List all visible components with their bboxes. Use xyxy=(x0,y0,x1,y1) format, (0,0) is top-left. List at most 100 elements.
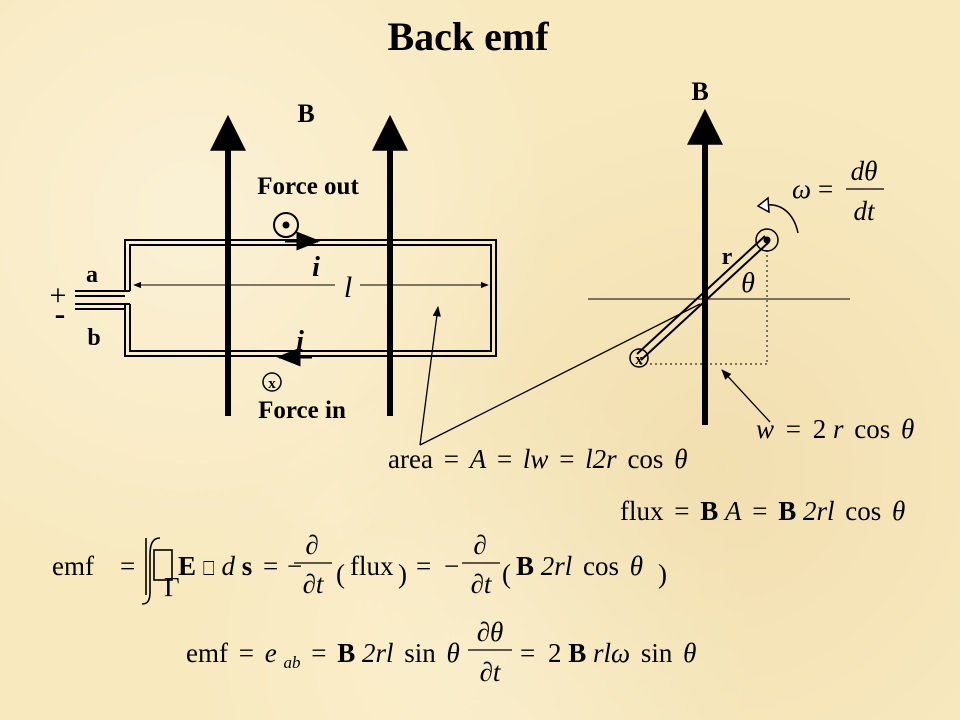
angle-label: θ xyxy=(741,268,755,299)
emf-minus1: − xyxy=(287,551,302,581)
emf-result-theta2: θ xyxy=(683,638,696,668)
emf-result-rest: 2rl xyxy=(362,638,394,668)
svg-text:area = A =: area = A = lw = l2r cos θ xyxy=(388,444,687,474)
emf-partial-den-1: ∂t xyxy=(303,569,325,599)
area-cos: cos xyxy=(627,444,663,474)
flux-theta: θ xyxy=(892,496,905,526)
area-lw: lw xyxy=(523,444,549,474)
contour-gamma: Γ xyxy=(164,572,180,602)
paren-close-1: ) xyxy=(398,559,407,589)
emf-result-sub: ab xyxy=(283,653,300,672)
emf-eq1: = xyxy=(120,551,135,581)
force-out-label: Force out xyxy=(257,173,359,200)
emf-rest: 2rl xyxy=(541,551,573,581)
emf-result-sin: sin xyxy=(404,638,436,668)
emf-result-e: e xyxy=(265,638,277,668)
flux-rhs: 2rl xyxy=(803,496,835,526)
emf-word-2: emf xyxy=(186,638,228,668)
emf-cos: cos xyxy=(583,551,619,581)
emf-result-num: ∂θ xyxy=(477,617,504,647)
emf-word-1: emf xyxy=(52,551,94,581)
emf-partial-num-2: ∂ xyxy=(473,530,486,560)
width-w: w xyxy=(756,414,774,444)
width-cos: cos xyxy=(854,414,890,444)
flux-word: flux xyxy=(620,496,664,526)
omega-denominator: dt xyxy=(853,196,876,226)
svg-text:B 2rl cos θ: B 2rl cos θ xyxy=(516,551,643,581)
emf-flux-word: flux xyxy=(350,551,394,581)
flux-B: B xyxy=(700,496,718,526)
width-two: 2 xyxy=(813,414,827,444)
svg-text:= 2 B rlω: = 2 B rlω sin θ xyxy=(520,638,696,668)
emf-result-sin2: sin xyxy=(641,638,673,668)
emf-integral-equation: emf = Γ E ⎕ d s = − ∂ ∂t ( flux ) = − ∂ … xyxy=(52,530,667,605)
emf-minus2: − xyxy=(444,551,459,581)
area-eq1: = xyxy=(444,444,459,474)
emf-s: s xyxy=(242,551,253,581)
force-in-symbol: x xyxy=(268,376,276,392)
coil-bottom-cross-icon: x xyxy=(629,348,649,368)
flux-equation: flux = B A = B 2rl cos θ xyxy=(620,496,905,526)
area-A: A xyxy=(468,444,487,474)
area-theta: θ xyxy=(674,444,687,474)
width-equals: = xyxy=(786,414,801,444)
cross-in-circle-icon: x xyxy=(262,372,282,392)
emf-result-rlw: rlω xyxy=(593,638,630,668)
emf-result-eq2: = xyxy=(311,638,326,668)
emf-E: E xyxy=(178,551,196,581)
pointer-to-width xyxy=(721,369,771,423)
area-eq2: = xyxy=(497,444,512,474)
loop-outer-line xyxy=(124,239,497,357)
width-theta: θ xyxy=(901,414,914,444)
emf-result-B2: B xyxy=(568,638,586,668)
width-equation: w = 2 r cos θ xyxy=(756,414,914,444)
emf-dot-box: ⎕ xyxy=(203,558,215,580)
terminal-b-label: b xyxy=(87,325,100,351)
omega-numerator: dθ xyxy=(851,156,878,186)
area-eq3: = xyxy=(559,444,574,474)
svg-text:flux = B A: flux = B A = B 2rl cos θ xyxy=(620,496,905,526)
minus-sign: - xyxy=(55,295,66,331)
pointer-to-coil xyxy=(419,303,701,446)
area-equation: area = A = lw = l2r cos θ xyxy=(388,444,687,474)
omega-equals: = xyxy=(818,174,833,204)
radius-label: r xyxy=(722,244,733,270)
emf-result-theta: θ xyxy=(446,638,459,668)
emf-partial-num-1: ∂ xyxy=(305,530,318,560)
current-label-bottom: i xyxy=(296,326,304,357)
emf-B: B xyxy=(516,551,534,581)
contour-integral-icon xyxy=(141,537,173,605)
emf-result-eq1: = xyxy=(239,638,254,668)
emf-partial-den-2: ∂t xyxy=(471,569,493,599)
emf-result-equation: emf = e ab = B 2rl sin θ ∂θ ∂t = 2 B rlω… xyxy=(186,617,696,687)
loop-inner-line xyxy=(129,244,492,352)
emf-result-two: 2 xyxy=(548,638,562,668)
emf-result-eq3: = xyxy=(520,638,535,668)
paren-close-2: ) xyxy=(658,559,667,589)
curved-arrow-icon xyxy=(756,196,799,234)
pointer-to-loop xyxy=(419,305,441,446)
omega-equation: ω = dθ dt xyxy=(792,156,884,226)
area-word: area xyxy=(388,444,433,474)
axle-symbol: x xyxy=(635,352,643,368)
length-label: l xyxy=(344,271,352,304)
paren-open-1: ( xyxy=(336,559,345,589)
coil-edge-line-2 xyxy=(640,241,770,361)
field-label-right: B xyxy=(691,77,708,106)
svg-text:w = 2 r: w = 2 r cos θ xyxy=(756,414,914,444)
flux-B2: B xyxy=(778,496,796,526)
left-circuit-diagram: B Force out i i l a b + - x Force in xyxy=(50,99,497,424)
area-rhs: l2r xyxy=(585,444,617,474)
force-in-label: Force in xyxy=(258,397,346,424)
width-r: r xyxy=(833,414,844,444)
omega-symbol: ω xyxy=(792,174,811,204)
current-label-top: i xyxy=(312,252,320,283)
svg-text:emf = e ab: emf = e ab = B 2rl sin θ xyxy=(186,638,460,674)
slide-title: Back emf xyxy=(387,14,549,59)
emf-eq3: = xyxy=(416,551,431,581)
coil-edge-line-1 xyxy=(636,235,766,355)
plus-sign: + xyxy=(50,279,67,312)
paren-open-2: ( xyxy=(502,559,511,589)
emf-d: d xyxy=(222,551,236,581)
